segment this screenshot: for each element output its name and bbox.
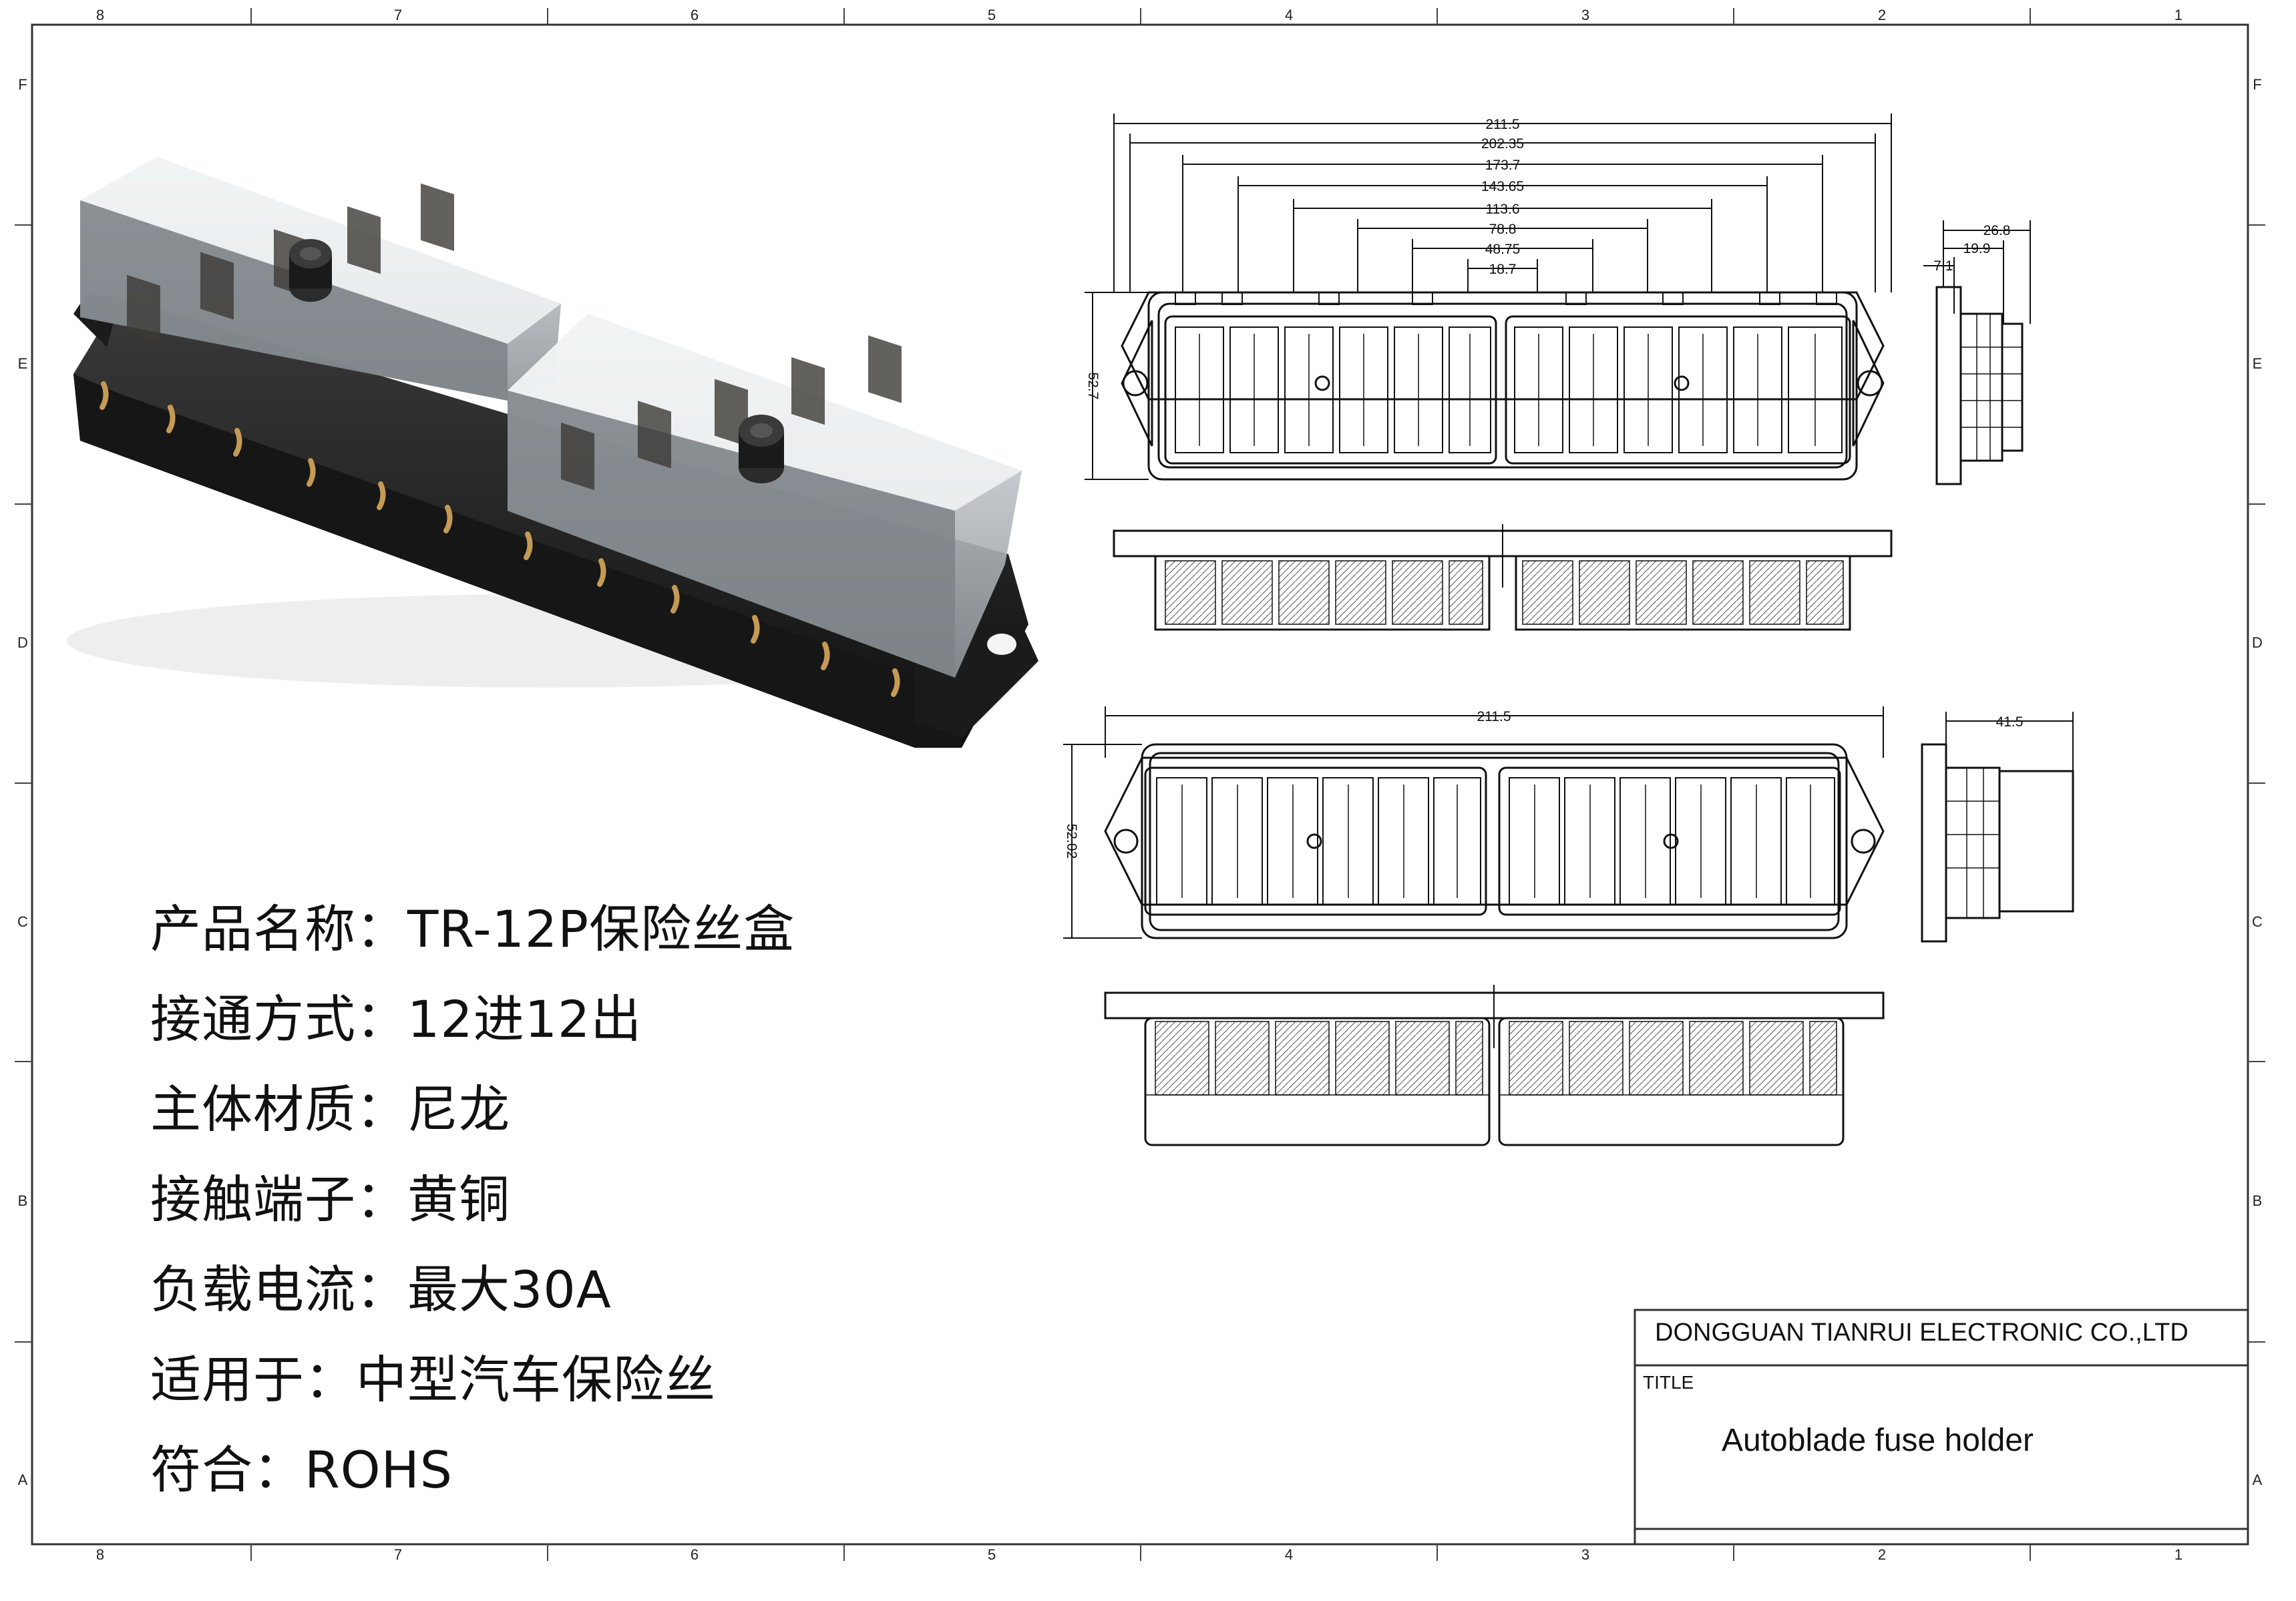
upper-top-view — [1121, 291, 1885, 481]
dim-202-35: 202.35 — [1481, 136, 1524, 152]
zone-row-a-right: A — [2253, 1471, 2263, 1488]
dim-7-1: 7.1 — [1933, 258, 1953, 274]
dim-lower-211-5: 211.5 — [1477, 709, 1511, 724]
zone-row-a: A — [18, 1471, 28, 1488]
dim-143-65: 143.65 — [1481, 179, 1524, 194]
spec-compliance: 符合：ROHS — [150, 1440, 453, 1500]
drawing-title: Autoblade fuse holder — [1722, 1423, 2034, 1458]
zone-col-3: 3 — [1581, 7, 1589, 23]
zone-col-5: 5 — [988, 7, 996, 23]
lower-side-view — [1921, 712, 2074, 943]
zone-row-d: D — [17, 634, 28, 651]
upper-dimension-values: 211.5 202.35 173.7 143.65 113.6 78.8 48.… — [1085, 117, 1524, 399]
spec-load-current: 负载电流：最大30A — [150, 1260, 612, 1319]
dim-113-6: 113.6 — [1486, 202, 1520, 217]
dim-173-7: 173.7 — [1485, 158, 1521, 173]
lower-dimension-lines — [1063, 706, 1884, 939]
zone-row-f: F — [18, 76, 27, 93]
zone-ticks — [15, 8, 2265, 1561]
zone-labels-top: 8 7 6 5 4 3 2 1 — [96, 7, 2182, 23]
zone-col-1: 1 — [2174, 7, 2182, 23]
zone-labels-bottom: 8 7 6 5 4 3 2 1 — [96, 1546, 2182, 1563]
dim-41-5: 41.5 — [1996, 714, 2024, 730]
company-name: DONGGUAN TIANRUI ELECTRONIC CO.,LTD — [1655, 1319, 2188, 1347]
zone-labels-rows: F E D C B A F E D C B A — [17, 76, 2263, 1488]
spec-terminal: 接触端子：黄铜 — [150, 1170, 510, 1229]
zone-row-b: B — [18, 1192, 28, 1209]
title-label: TITLE — [1643, 1372, 1694, 1393]
zone-col-4: 4 — [1285, 7, 1293, 23]
zone-row-c: C — [17, 913, 28, 930]
zone-col-8: 8 — [96, 7, 104, 23]
zone-row-e-right: E — [2253, 355, 2263, 372]
zone-col-7-bottom: 7 — [394, 1546, 402, 1563]
zone-col-7: 7 — [394, 7, 402, 23]
dim-26-8: 26.8 — [1983, 223, 2011, 238]
zone-col-6: 6 — [691, 7, 699, 23]
zone-col-2: 2 — [1878, 7, 1886, 23]
zone-row-b-right: B — [2253, 1192, 2263, 1209]
zone-col-5-bottom: 5 — [988, 1546, 996, 1563]
dim-78-8: 78.8 — [1489, 222, 1517, 237]
zone-row-f-right: F — [2253, 76, 2261, 93]
lower-top-view — [1104, 743, 1885, 939]
dim-52-02: 52.02 — [1064, 824, 1079, 859]
lower-front-view — [1104, 985, 1885, 1146]
spec-material: 主体材质：尼龙 — [150, 1080, 510, 1139]
spec-connection: 接通方式：12进12出 — [150, 989, 642, 1049]
zone-col-1-bottom: 1 — [2174, 1546, 2182, 1563]
product-photo — [67, 157, 1038, 748]
title-block — [1634, 1309, 2249, 1546]
upper-side-view — [1923, 220, 2031, 485]
zone-col-3-bottom: 3 — [1581, 1546, 1589, 1563]
zone-col-8-bottom: 8 — [96, 1546, 104, 1563]
zone-col-4-bottom: 4 — [1285, 1546, 1293, 1563]
zone-row-d-right: D — [2252, 634, 2263, 651]
dim-211-5: 211.5 — [1486, 117, 1520, 132]
dim-19-9: 19.9 — [1963, 241, 1991, 256]
dim-18-7: 18.7 — [1489, 262, 1517, 277]
zone-col-2-bottom: 2 — [1878, 1546, 1886, 1563]
upper-dimension-lines — [1085, 113, 1892, 480]
zone-col-6-bottom: 6 — [691, 1546, 699, 1563]
dim-48-75: 48.75 — [1485, 242, 1521, 257]
zone-row-e: E — [18, 355, 28, 372]
spec-application: 适用于：中型汽车保险丝 — [150, 1350, 716, 1409]
lower-dimension-values: 211.5 52.02 — [1064, 709, 1511, 859]
spec-product-name: 产品名称：TR-12P保险丝盒 — [150, 899, 795, 959]
upper-side-dimension-values: 26.8 19.9 7.1 — [1933, 223, 2010, 274]
lower-side-dimension-values: 41.5 — [1996, 714, 2024, 730]
upper-front-view — [1113, 524, 1893, 631]
dim-52-7: 52.7 — [1085, 373, 1101, 400]
zone-row-c-right: C — [2252, 913, 2263, 930]
